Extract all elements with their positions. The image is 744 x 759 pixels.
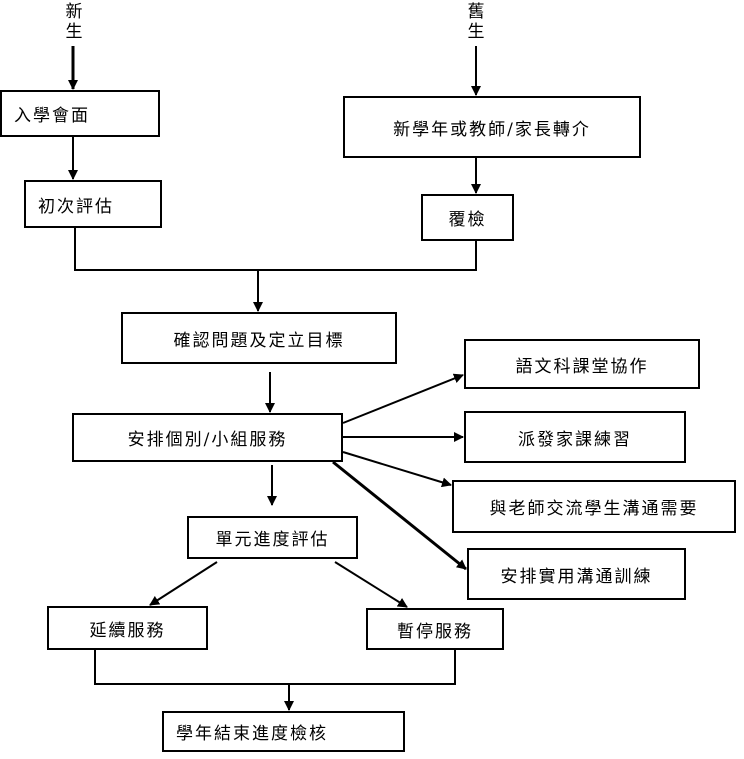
goals-box: 確認問題及定立目標: [121, 312, 397, 364]
continue-service-box: 延續服務: [47, 606, 208, 650]
arrow-unit-review-to-continue: [149, 561, 218, 606]
services-label: 安排個別/小組服務: [127, 430, 288, 450]
intake-meeting-label: 入學會面: [14, 106, 90, 126]
goals-label: 確認問題及定立目標: [173, 330, 345, 351]
recheck-label: 覆檢: [448, 210, 487, 230]
lang-collab-box: 語文科課堂協作: [464, 339, 700, 389]
year-end-review-box: 學年結束進度檢核: [162, 711, 405, 752]
arrow-services-to-practical: [332, 460, 467, 571]
practical-comm-box: 安排實用溝通訓練: [467, 548, 686, 600]
homework-label: 派發家課練習: [518, 429, 632, 450]
pause-service-label: 暫停服務: [397, 621, 473, 642]
intake-meeting-box: 入學會面: [0, 90, 160, 137]
year-end-review-label: 學年結束進度檢核: [176, 724, 328, 744]
merge-line-top: [74, 228, 477, 271]
arrow-services-to-teacher-comm: [342, 451, 452, 488]
referral-box: 新學年或教師/家長轉介: [343, 96, 641, 158]
teacher-comm-box: 與老師交流學生溝通需要: [452, 480, 736, 533]
practical-comm-label: 安排實用溝通訓練: [500, 566, 653, 587]
recheck-box: 覆檢: [421, 194, 514, 241]
initial-assessment-box: 初次評估: [24, 180, 162, 228]
unit-review-box: 單元進度評估: [187, 516, 358, 559]
lang-collab-label: 語文科課堂協作: [515, 356, 649, 377]
new-student-label: 新生: [65, 2, 83, 42]
old-student-label: 舊生: [467, 2, 485, 42]
continue-service-label: 延續服務: [89, 620, 166, 641]
teacher-comm-label: 與老師交流學生溝通需要: [489, 499, 699, 519]
unit-review-label: 單元進度評估: [215, 530, 330, 550]
arrow-unit-review-to-pause: [334, 561, 408, 608]
initial-assessment-label: 初次評估: [38, 196, 114, 217]
referral-label: 新學年或教師/家長轉介: [393, 119, 591, 140]
homework-box: 派發家課練習: [464, 411, 686, 463]
arrow-services-to-lang-collab: [342, 373, 464, 424]
pause-service-box: 暫停服務: [366, 608, 504, 650]
services-box: 安排個別/小組服務: [72, 413, 343, 462]
merge-line-bottom: [94, 650, 456, 685]
